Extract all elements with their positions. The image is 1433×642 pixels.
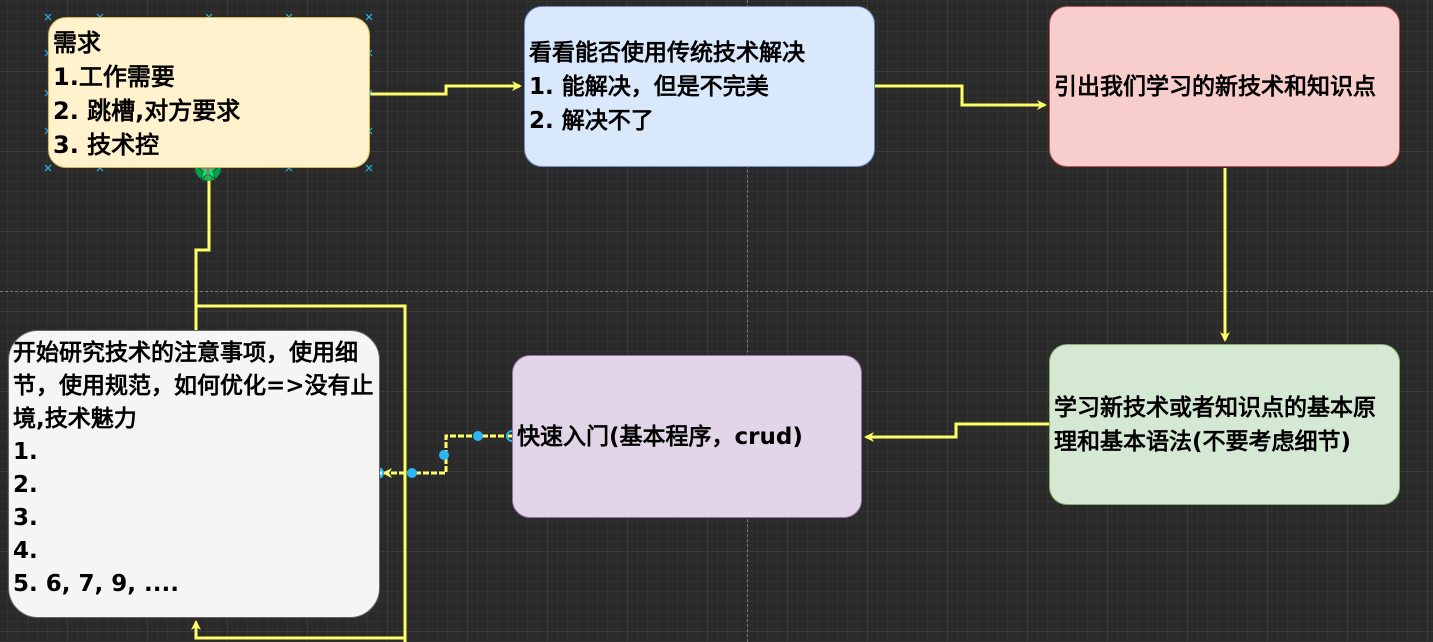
node-research[interactable]: 开始研究技术的注意事项，使用细节，使用规范，如何优化=>没有止境,技术魅力 1.… bbox=[8, 330, 380, 618]
waypoint-handle[interactable] bbox=[473, 431, 483, 441]
traditional-title: 看看能否使用传统技术解决 bbox=[529, 39, 805, 66]
quickstart-text: 快速入门(基本程序，crud) bbox=[517, 423, 803, 450]
node-principles[interactable]: 学习新技术或者知识点的基本原理和基本语法(不要考虑细节) bbox=[1049, 344, 1400, 505]
research-item: 3. bbox=[13, 505, 38, 531]
waypoint-handle[interactable] bbox=[439, 450, 449, 460]
requirements-item: 2. 跳槽,对方要求 bbox=[53, 97, 241, 125]
research-item: 1. bbox=[13, 439, 38, 465]
edge-loop-right[interactable] bbox=[196, 304, 407, 642]
node-traditional-solution[interactable]: 看看能否使用传统技术解决 1. 能解决，但是不完美 2. 解决不了 bbox=[524, 6, 875, 167]
page-break-horizontal bbox=[0, 291, 1433, 292]
new-tech-text: 引出我们学习的新技术和知识点 bbox=[1054, 73, 1376, 100]
edge-requirements-to-traditional[interactable] bbox=[370, 81, 522, 96]
node-new-technology[interactable]: 引出我们学习的新技术和知识点 bbox=[1049, 6, 1400, 167]
requirements-item: 1.工作需要 bbox=[53, 63, 175, 91]
research-item: 2. bbox=[13, 472, 38, 498]
edge-loop-bottom[interactable] bbox=[191, 620, 405, 640]
research-item: 4. bbox=[13, 538, 38, 564]
edge-research-to-requirements[interactable] bbox=[194, 170, 214, 330]
page-break-vertical bbox=[747, 0, 748, 642]
research-item: 5. 6, 7, 9, .... bbox=[13, 571, 179, 597]
requirements-title: 需求 bbox=[53, 29, 101, 57]
traditional-item: 2. 解决不了 bbox=[529, 107, 654, 134]
principles-text: 学习新技术或者知识点的基本原理和基本语法(不要考虑细节) bbox=[1054, 394, 1376, 455]
node-requirements[interactable]: 需求 1.工作需要 2. 跳槽,对方要求 3. 技术控 bbox=[48, 17, 370, 168]
node-quickstart[interactable]: 快速入门(基本程序，crud) bbox=[512, 355, 862, 518]
requirements-item: 3. 技术控 bbox=[53, 131, 160, 159]
edge-traditional-to-new-tech[interactable] bbox=[875, 84, 1047, 110]
edge-principles-to-quickstart[interactable] bbox=[864, 422, 1049, 442]
waypoint-handle[interactable] bbox=[407, 468, 417, 478]
research-intro: 开始研究技术的注意事项，使用细节，使用规范，如何优化=>没有止境,技术魅力 bbox=[13, 340, 374, 432]
traditional-item: 1. 能解决，但是不完美 bbox=[529, 73, 769, 100]
